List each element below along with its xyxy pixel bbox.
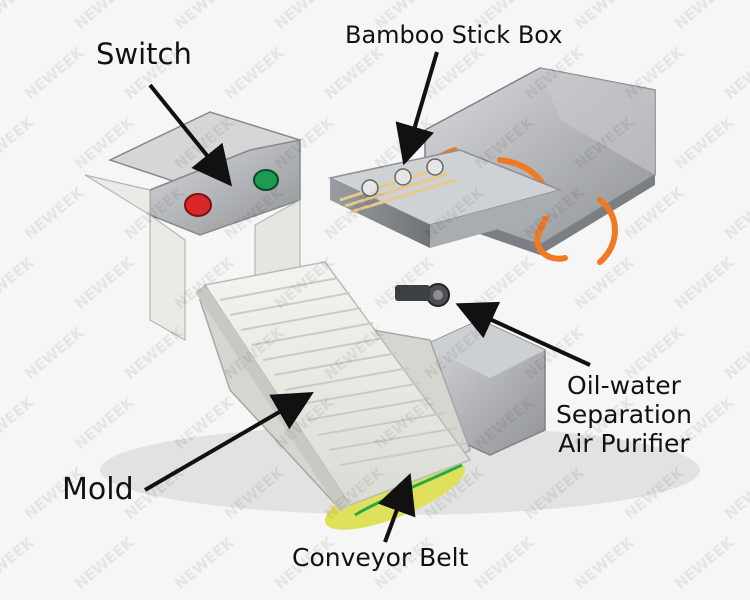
- switch-label: Switch: [96, 37, 192, 71]
- conveyor-belt-arrow: [377, 472, 416, 543]
- air-purifier-label: Oil-water Separation Air Purifier: [556, 371, 692, 458]
- green-button: [253, 169, 279, 191]
- air-purifier-label-line1: Oil-water: [567, 371, 681, 400]
- bamboo-stick-box-label: Bamboo Stick Box: [345, 21, 563, 49]
- air-purifier-unit: [395, 283, 450, 307]
- switch-arrow: [148, 83, 233, 187]
- mold-arrow: [143, 391, 314, 492]
- mold-label: Mold: [62, 472, 134, 507]
- air-purifier-arrow: [455, 301, 591, 367]
- red-button: [184, 193, 212, 217]
- stick-tray: [327, 149, 563, 248]
- bamboo-stick-box-arrow: [395, 51, 439, 166]
- air-purifier-label-line3: Air Purifier: [558, 428, 690, 458]
- conveyor-belt-label: Conveyor Belt: [292, 543, 469, 572]
- air-purifier-label-line2: Separation: [556, 399, 692, 429]
